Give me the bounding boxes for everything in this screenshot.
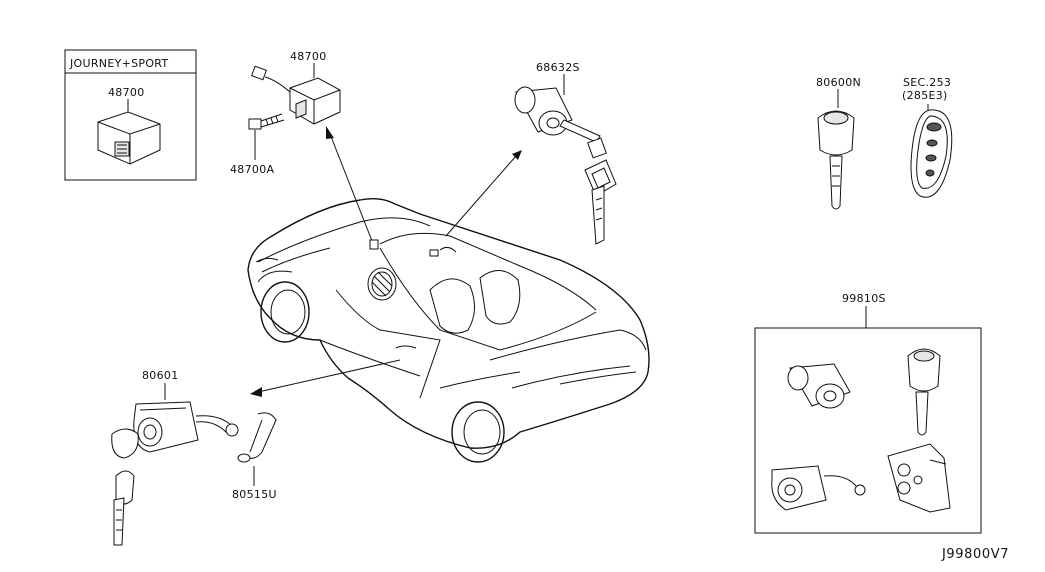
label-68632S: 68632S (536, 61, 580, 74)
lock-set-99810S: 99810S (754, 292, 982, 534)
label-99810S: 99810S (842, 292, 886, 305)
bolt-48700A: 48700A (230, 113, 285, 176)
control-module-48700: 48700 (251, 50, 341, 125)
ignition-cylinder-68632S: 68632S (514, 61, 617, 245)
rod-80515U: 80515U (232, 412, 277, 501)
inset-frame (64, 49, 197, 181)
label-sec-285e3: (285E3) (902, 89, 948, 102)
label-48700A: 48700A (230, 163, 274, 176)
key-80600N: 80600N (816, 76, 861, 210)
label-48700: 48700 (290, 50, 327, 63)
diagram-id: J99800V7 (941, 547, 1009, 562)
inset-title: JOURNEY+SPORT (69, 57, 168, 70)
label-80601: 80601 (142, 369, 179, 382)
label-80515U: 80515U (232, 488, 277, 501)
leader-arrows (250, 126, 522, 397)
label-sec-253: SEC.253 (903, 76, 951, 89)
control-module-inset (97, 111, 161, 165)
convertible-car-outline (247, 197, 650, 463)
inset-part-number: 48700 (108, 86, 145, 99)
door-lock-80601: 80601 (111, 369, 239, 546)
smart-key-fob: SEC.253 (285E3) (902, 76, 953, 198)
journey-sport-inset: JOURNEY+SPORT 48700 (64, 49, 197, 181)
label-80600N: 80600N (816, 76, 861, 89)
lock-set-frame (754, 327, 982, 534)
